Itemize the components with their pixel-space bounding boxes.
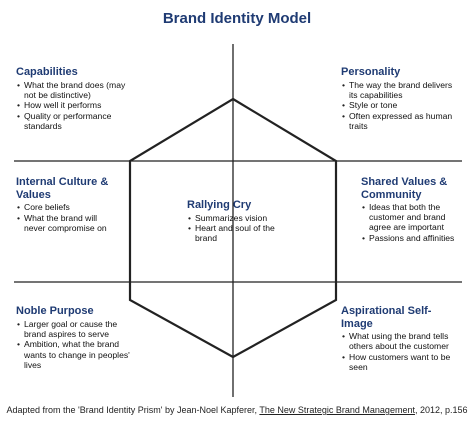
- shared-values-list: Ideas that both the customer and brand a…: [361, 202, 465, 244]
- noble-purpose-heading: Noble Purpose: [16, 305, 94, 317]
- list-item: Quality or performance standards: [16, 111, 134, 131]
- noble-purpose-block: Noble Purpose Larger goal or cause the b…: [16, 305, 132, 371]
- capabilities-heading: Capabilities: [16, 66, 78, 78]
- personality-block: Personality The way the brand delivers i…: [341, 66, 463, 132]
- capabilities-list: What the brand does (may not be distinct…: [16, 80, 134, 132]
- list-item: What the brand does (may not be distinct…: [16, 80, 134, 100]
- book-title: The New Strategic Brand Management: [259, 405, 415, 415]
- list-item: Larger goal or cause the brand aspires t…: [16, 319, 132, 339]
- aspirational-self-image-heading: Aspirational Self-Image: [341, 305, 432, 330]
- list-item: What using the brand tells others about …: [341, 331, 463, 351]
- aspirational-self-image-list: What using the brand tells others about …: [341, 331, 463, 372]
- diagram-title: Brand Identity Model: [162, 10, 312, 27]
- noble-purpose-list: Larger goal or cause the brand aspires t…: [16, 319, 132, 371]
- list-item: Core beliefs: [16, 202, 111, 212]
- source-caption: Adapted from the 'Brand Identity Prism' …: [0, 405, 474, 415]
- rallying-cry-list: Summarizes vision Heart and soul of the …: [187, 213, 281, 244]
- caption-text: Adapted from the 'Brand Identity Prism' …: [6, 405, 260, 415]
- internal-culture-list: Core beliefs What the brand will never c…: [16, 202, 111, 233]
- internal-culture-block: Internal Culture & Values Core beliefs W…: [16, 176, 111, 234]
- list-item: Often expressed as human traits: [341, 111, 463, 131]
- list-item: Passions and affinities: [361, 233, 465, 243]
- list-item: Heart and soul of the brand: [187, 223, 281, 243]
- list-item: Ambition, what the brand wants to change…: [16, 339, 132, 370]
- aspirational-self-image-block: Aspirational Self-Image What using the b…: [341, 305, 463, 373]
- capabilities-block: Capabilities What the brand does (may no…: [16, 66, 134, 132]
- internal-culture-heading: Internal Culture & Values: [16, 176, 109, 201]
- list-item: How well it performs: [16, 100, 134, 110]
- caption-citation: , 2012, p.156: [414, 405, 468, 415]
- list-item: Style or tone: [341, 100, 463, 110]
- list-item: The way the brand delivers its capabilit…: [341, 80, 463, 100]
- shared-values-heading: Shared Values & Community: [361, 176, 448, 201]
- personality-list: The way the brand delivers its capabilit…: [341, 80, 463, 132]
- shared-values-block: Shared Values & Community Ideas that bot…: [361, 176, 465, 244]
- rallying-cry-heading: Rallying Cry: [187, 199, 252, 211]
- list-item: Ideas that both the customer and brand a…: [361, 202, 465, 233]
- list-item: What the brand will never compromise on: [16, 213, 111, 233]
- list-item: How customers want to be seen: [341, 352, 463, 372]
- personality-heading: Personality: [341, 66, 401, 78]
- identity-hexagon: [128, 97, 338, 359]
- list-item: Summarizes vision: [187, 213, 281, 223]
- rallying-cry-block: Rallying Cry Summarizes vision Heart and…: [187, 199, 281, 244]
